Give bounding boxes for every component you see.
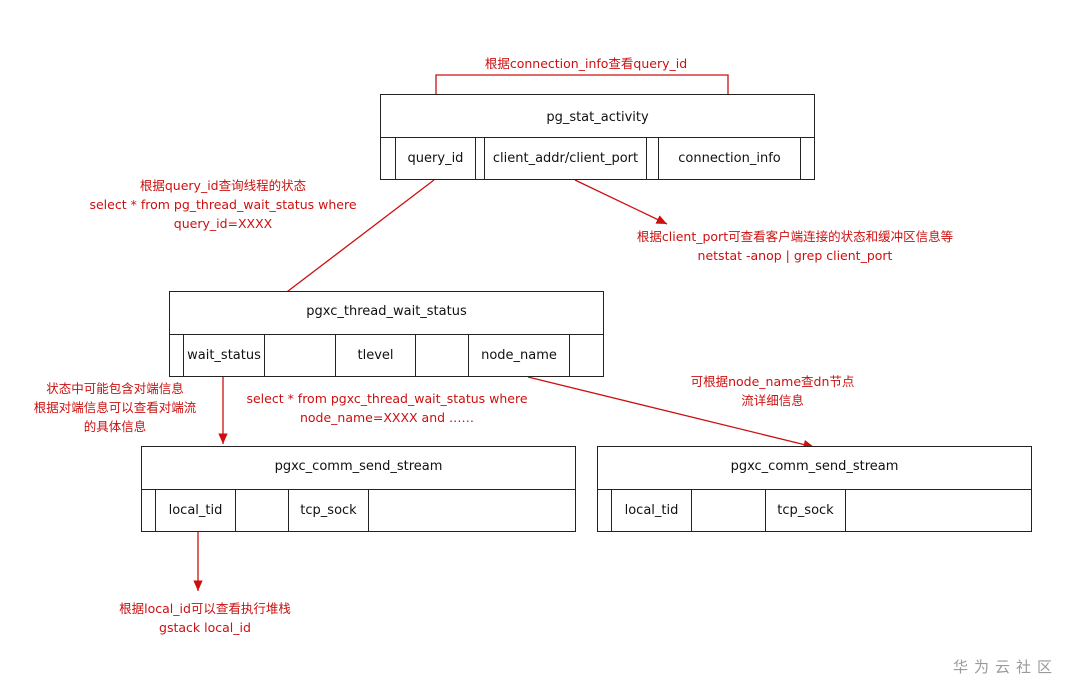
note-line: netstat -anop | grep client_port xyxy=(697,248,893,263)
field-wait-status: wait_status xyxy=(183,334,265,377)
note-line: query_id=XXXX xyxy=(173,216,273,231)
field-tcp-sock: tcp_sock xyxy=(288,489,369,532)
note-line: 的具体信息 xyxy=(83,419,147,434)
note-line: 状态中可能包含对端信息 xyxy=(46,381,184,396)
note-line: 根据local_id可以查看执行堆栈 xyxy=(119,601,291,616)
field-tlevel: tlevel xyxy=(335,334,416,377)
arrow-client-to-netstat xyxy=(574,179,668,225)
note-node-name: 可根据node_name查dn节点 流详细信息 xyxy=(670,372,875,410)
note-line: 根据connection_info查看query_id xyxy=(484,56,688,71)
table-title: pgxc_comm_send_stream xyxy=(730,459,899,474)
note-line: gstack local_id xyxy=(159,620,251,635)
table-pg-stat-activity: pg_stat_activity query_id client_addr/cl… xyxy=(380,94,815,180)
note-connection-info: 根据connection_info查看query_id xyxy=(456,54,716,73)
table-title: pgxc_comm_send_stream xyxy=(274,459,443,474)
field-connection-info: connection_info xyxy=(658,137,801,180)
field-query-id: query_id xyxy=(395,137,476,180)
field-tcp-sock: tcp_sock xyxy=(765,489,846,532)
note-client-port: 根据client_port可查看客户端连接的状态和缓冲区信息等 netstat … xyxy=(620,227,970,265)
note-line: 根据client_port可查看客户端连接的状态和缓冲区信息等 xyxy=(636,229,954,244)
field-client-addr-port: client_addr/client_port xyxy=(484,137,647,180)
note-line: select * from pg_thread_wait_status wher… xyxy=(89,197,357,212)
table-title: pg_stat_activity xyxy=(546,110,649,125)
arrow-node-to-right-stream xyxy=(527,376,815,450)
table-send-stream-left: pgxc_comm_send_stream local_tid tcp_sock xyxy=(141,446,576,532)
note-peer-info: 状态中可能包含对端信息 根据对端信息可以查看对端流 的具体信息 xyxy=(30,379,200,436)
note-line: node_name=XXXX and …… xyxy=(299,410,475,425)
note-local-id: 根据local_id可以查看执行堆栈 gstack local_id xyxy=(100,599,310,637)
note-line: 根据query_id查询线程的状态 xyxy=(139,178,307,193)
note-query-id: 根据query_id查询线程的状态 select * from pg_threa… xyxy=(63,176,383,233)
table-pgxc-thread-wait-status: pgxc_thread_wait_status wait_status tlev… xyxy=(169,291,604,377)
field-local-tid: local_tid xyxy=(611,489,692,532)
field-node-name: node_name xyxy=(468,334,570,377)
note-select-node: select * from pgxc_thread_wait_status wh… xyxy=(232,389,542,427)
table-title: pgxc_thread_wait_status xyxy=(306,304,467,319)
watermark: 华为云社区 xyxy=(952,658,1058,676)
note-line: 可根据node_name查dn节点 xyxy=(690,374,855,389)
table-send-stream-right: pgxc_comm_send_stream local_tid tcp_sock xyxy=(597,446,1032,532)
field-local-tid: local_tid xyxy=(155,489,236,532)
note-line: select * from pgxc_thread_wait_status wh… xyxy=(246,391,528,406)
note-line: 流详细信息 xyxy=(741,393,804,408)
note-line: 根据对端信息可以查看对端流 xyxy=(33,400,197,415)
